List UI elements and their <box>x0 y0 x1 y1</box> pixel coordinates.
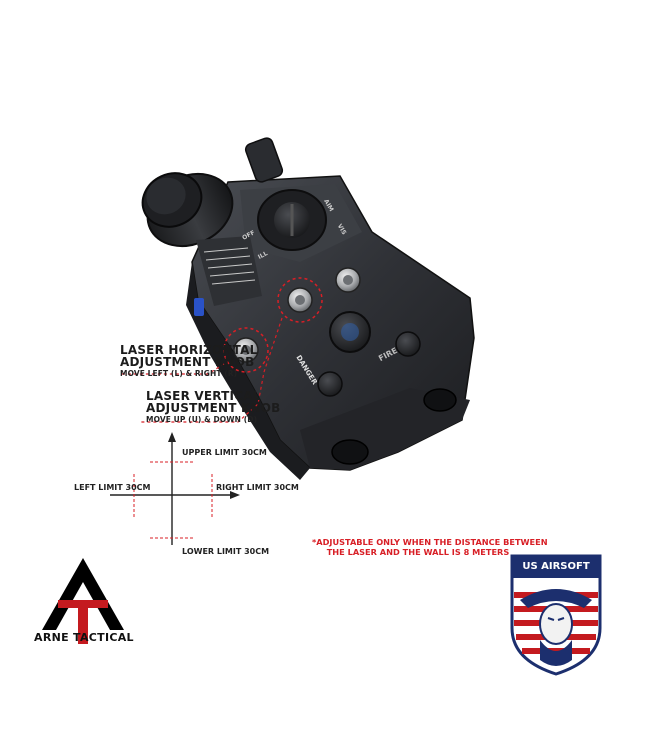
warning-sticker <box>196 236 262 306</box>
left-limit-label: LEFT LIMIT 30CM <box>74 483 151 492</box>
top-knob <box>244 137 327 251</box>
leader-line <box>120 363 225 375</box>
arne-tactical-text: ARNE TACTICAL <box>34 631 134 644</box>
adjustment-crosshair <box>110 432 240 545</box>
vertical-knob-title-1: LASER VERTICAL <box>146 389 261 403</box>
horizontal-knob-title-1: LASER HORIZONTAL <box>120 343 258 357</box>
us-airsoft-shield: ★ ★ ★ ★ ★ ★ ★ <box>510 554 602 676</box>
horizontal-knob-title-2: ADJUSTMENT KNOB <box>120 355 255 369</box>
side-button <box>317 371 343 397</box>
horizontal-adjust-knob <box>233 337 259 363</box>
fire-button <box>329 311 371 353</box>
right-limit-label: RIGHT LIMIT 30CM <box>216 483 299 492</box>
leader-line <box>140 317 283 423</box>
svg-text:★ ★ ★ ★ ★ ★ ★: ★ ★ ★ ★ ★ ★ ★ <box>522 582 571 589</box>
blue-side-part <box>194 298 204 316</box>
callout-circle <box>223 327 269 373</box>
rotary-cap <box>141 172 234 247</box>
arne-tactical-logo <box>42 558 124 644</box>
upper-limit-label: UPPER LIMIT 30CM <box>182 448 267 457</box>
adjustment-note-line-1: *ADJUSTABLE ONLY WHEN THE DISTANCE BETWE… <box>312 537 548 547</box>
third-knob <box>335 267 361 293</box>
side-button <box>395 331 421 357</box>
vertical-knob-title-2: ADJUSTMENT KNOB <box>146 401 281 415</box>
lower-limit-label: LOWER LIMIT 30CM <box>182 547 270 556</box>
adjustment-note: *ADJUSTABLE ONLY WHEN THE DISTANCE BETWE… <box>312 537 548 558</box>
horizontal-knob-instruction: MOVE LEFT (L) & RIGHT (R) <box>120 369 238 378</box>
emitter-lens <box>331 439 369 465</box>
emitter-lens <box>423 388 457 412</box>
adjustment-note-line-2: THE LASER AND THE WALL IS 8 METERS <box>326 547 510 558</box>
vertical-knob-instruction: MOVE UP (U) & DOWN (D) <box>146 415 258 424</box>
vertical-adjust-knob <box>287 287 313 313</box>
us-airsoft-text: US AIRSOFT <box>522 561 590 572</box>
callout-circle <box>277 277 323 323</box>
